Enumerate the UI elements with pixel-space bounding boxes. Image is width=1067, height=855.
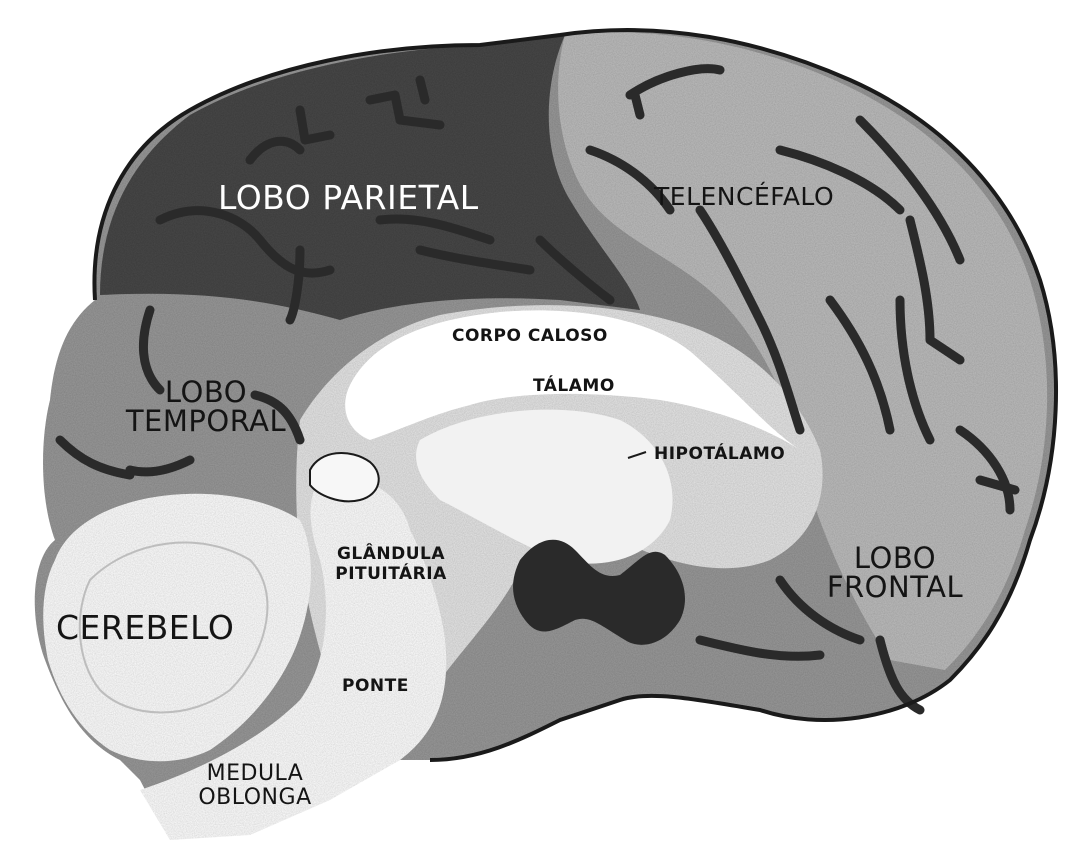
label-cerebelo: CEREBELO [56, 608, 234, 647]
pituitary-shape [310, 453, 379, 501]
label-medula-oblonga: MEDULA OBLONGA [180, 762, 330, 810]
label-hipotalamo: HIPOTÁLAMO [654, 444, 785, 464]
label-medula-line2: OBLONGA [180, 786, 330, 810]
label-medula-line1: MEDULA [180, 762, 330, 786]
label-lobo-temporal-line1: LOBO [116, 378, 296, 407]
label-lobo-temporal: LOBO TEMPORAL [116, 378, 296, 436]
label-glandula-pituitaria: GLÂNDULA PITUITÁRIA [326, 544, 456, 585]
label-telencefalo: TELENCÉFALO [654, 182, 834, 211]
label-lobo-frontal-line1: LOBO [800, 544, 990, 573]
label-lobo-parietal: LOBO PARIETAL [218, 178, 479, 217]
label-lobo-temporal-line2: TEMPORAL [116, 407, 296, 436]
label-lobo-frontal-line2: FRONTAL [800, 573, 990, 602]
label-glandula-line1: GLÂNDULA [326, 544, 456, 564]
label-corpo-caloso: CORPO CALOSO [452, 326, 608, 346]
label-glandula-line2: PITUITÁRIA [326, 564, 456, 584]
label-ponte: PONTE [342, 676, 409, 696]
label-lobo-frontal: LOBO FRONTAL [800, 544, 990, 602]
label-talamo: TÁLAMO [533, 376, 615, 396]
